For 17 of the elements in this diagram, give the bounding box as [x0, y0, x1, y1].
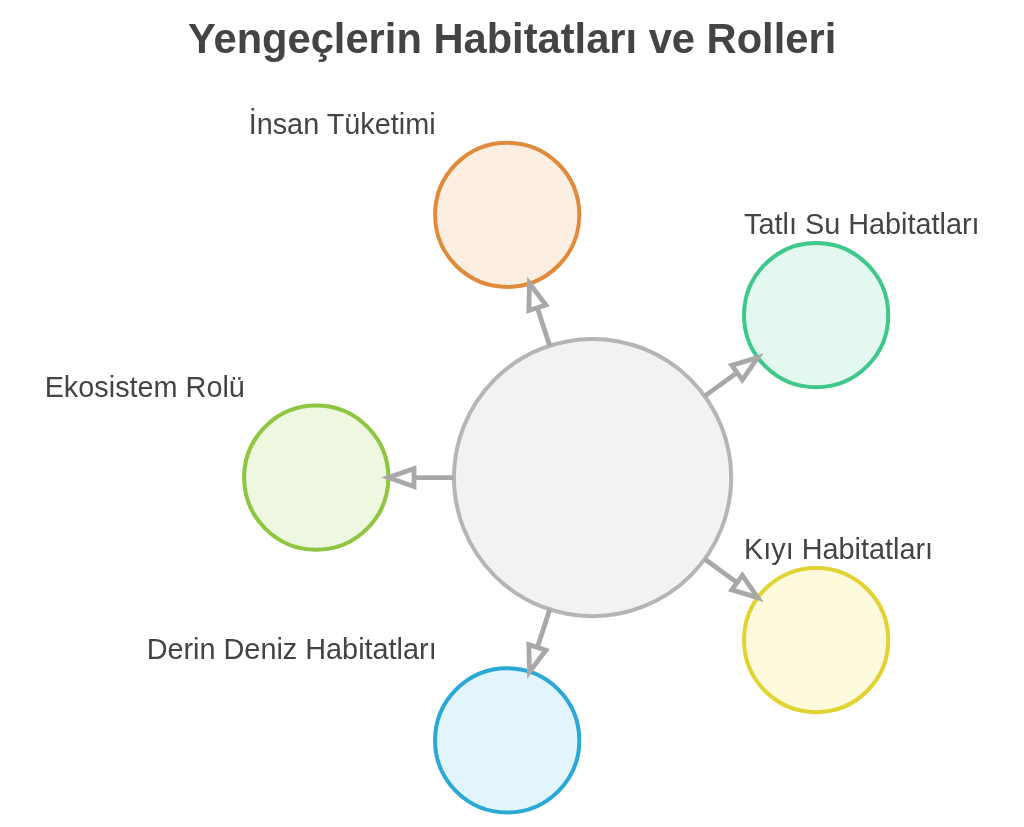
arrow: [525, 276, 552, 347]
node-label: Kıyı Habitatları: [743, 532, 933, 565]
arrow: [703, 557, 764, 602]
node-label: Ekosistem Rolü: [44, 370, 245, 403]
diagram-title: Yengeçlerin Habitatları ve Rolleri: [187, 14, 836, 62]
arrow: [703, 353, 764, 398]
node-circle: [241, 403, 390, 552]
node-label: Derin Deniz Habitatları: [146, 633, 437, 666]
node-circle: [432, 140, 581, 289]
node-label: İnsan Tüketimi: [248, 107, 436, 140]
node-circle: [432, 666, 581, 815]
node-label: Tatlı Su Habitatları: [743, 208, 980, 241]
arrow: [525, 609, 552, 679]
node-circle: [451, 336, 733, 619]
node-circle: [741, 565, 890, 715]
arrow: [380, 465, 454, 490]
node-circle: [741, 241, 890, 390]
